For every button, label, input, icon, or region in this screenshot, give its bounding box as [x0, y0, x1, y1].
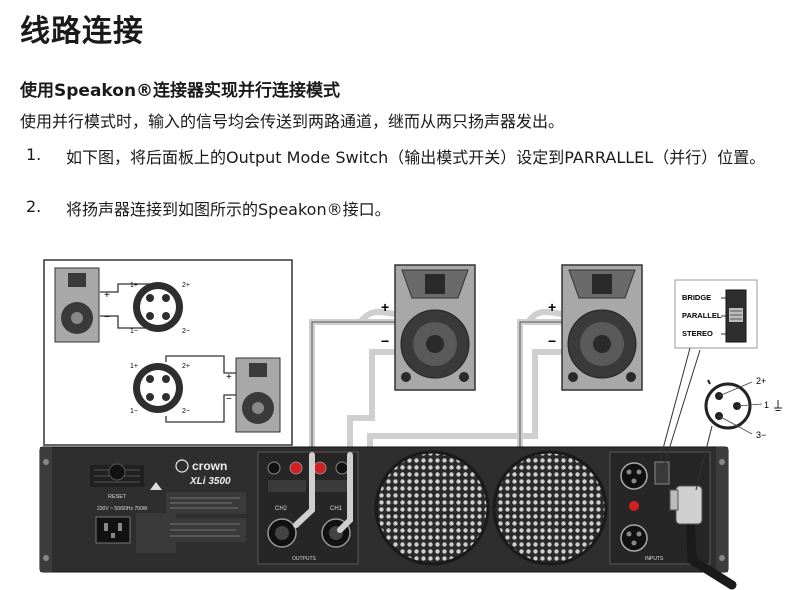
speaker-left-icon: [394, 264, 476, 391]
input-xlr-cable-icon: [669, 485, 737, 590]
inputs-label: INPUTS: [645, 556, 664, 562]
connection-diagram: + − 1+ 1− 2+ 2− 1+ 1− 2+ 2− +: [39, 259, 782, 590]
mode-option-parallel: PARALLEL: [682, 311, 722, 320]
intro-paragraph: 使用并行模式时，输入的信号均会传送到两路通道，继而从两只扬声器发出。: [20, 112, 565, 131]
mode-switch-hardware-icon: [654, 461, 670, 485]
xlr-pin-1: 1: [764, 400, 769, 410]
input-jack-icon: [629, 501, 639, 511]
amplifier-rear-panel: RESET 230V ~ 50/60Hz 700W crown XLi 3500: [39, 446, 737, 590]
warning-icon: [150, 482, 162, 490]
wiring-inset: + − 1+ 1− 2+ 2− 1+ 1− 2+ 2− +: [43, 259, 293, 446]
mode-switch-panel: BRIDGE PARALLEL STEREO: [674, 279, 758, 349]
speaker-left-plus: +: [381, 299, 389, 315]
mode-option-bridge: BRIDGE: [682, 293, 711, 302]
model-name: XLi 3500: [189, 476, 231, 487]
output-ch2-label: CH2: [275, 506, 288, 512]
inset-pin-f: 1−: [130, 408, 138, 415]
reset-label: RESET: [108, 494, 127, 500]
crown-logo-icon: [175, 459, 189, 473]
speaker-right-minus: −: [548, 333, 556, 349]
speaker-right-icon: [561, 264, 643, 391]
inset-pin-a: 1+: [130, 282, 138, 289]
xlr-pin-2: 2+: [756, 376, 766, 386]
page-title: 线路连接: [20, 14, 144, 49]
step-1-text: 如下图，将后面板上的Output Mode Switch（输出模式开关）设定到P…: [66, 148, 766, 167]
brand-name: crown: [192, 459, 227, 473]
speakon-ch2-icon: [267, 518, 297, 548]
mode-option-stereo: STEREO: [682, 329, 713, 338]
step-2-text: 将扬声器连接到如图所示的Speakon®接口。: [66, 200, 391, 219]
inset-pin-h: 2−: [182, 408, 190, 415]
outputs-label: OUTPUTS: [292, 556, 317, 562]
inset-pin-b: 1−: [130, 328, 138, 335]
xlr-pin-3: 3−: [756, 430, 766, 440]
step-1-number: 1.: [26, 145, 42, 164]
speaker-left-minus: −: [381, 333, 389, 349]
inset-speaker-top-icon: [54, 267, 100, 343]
mode-switch-slider-icon: [725, 289, 747, 343]
inset-bottom-minus: −: [226, 394, 232, 405]
inset-connector-top-icon: [133, 282, 183, 332]
inset-top-minus: −: [104, 312, 110, 323]
inset-pin-e: 1+: [130, 363, 138, 370]
output-ch1-label: CH1: [330, 506, 343, 512]
power-inlet-icon: [95, 516, 131, 544]
cooling-fan-right-icon: [492, 450, 608, 566]
xlr-pinout-icon: [704, 379, 763, 435]
section-subtitle: 使用Speakon®连接器实现并行连接模式: [20, 81, 341, 101]
power-rating-label: 230V ~ 50/60Hz 700W: [97, 506, 148, 512]
ground-icon: [774, 400, 782, 411]
inset-pin-c: 2+: [182, 282, 190, 289]
reset-button-icon: [108, 463, 126, 481]
binding-posts-icon: [267, 461, 349, 475]
cooling-fan-left-icon: [374, 450, 490, 566]
inset-connector-bottom-icon: [133, 363, 183, 413]
inset-top-plus: +: [104, 290, 110, 301]
inset-speaker-bottom-icon: [235, 357, 281, 433]
xlr-input-bottom-icon: [620, 524, 648, 552]
inset-pin-g: 2+: [182, 363, 190, 370]
inset-pin-d: 2−: [182, 328, 190, 335]
step-2-number: 2.: [26, 197, 42, 216]
speaker-right-plus: +: [548, 299, 556, 315]
xlr-input-top-icon: [620, 462, 648, 490]
inset-bottom-plus: +: [226, 372, 232, 383]
